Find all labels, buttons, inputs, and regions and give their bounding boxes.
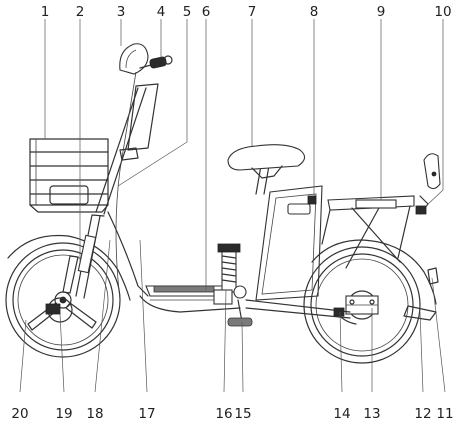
fork-shock xyxy=(77,234,97,274)
frame-lower xyxy=(139,295,241,313)
rear-fender xyxy=(311,239,437,305)
pivot-bolt xyxy=(233,285,247,299)
leader-lines xyxy=(19,19,446,393)
callout-5: 5 xyxy=(183,4,192,20)
rear-wheel xyxy=(303,246,421,364)
rear-mirror xyxy=(119,43,149,75)
tail-light xyxy=(415,153,441,215)
callout-4: 4 xyxy=(157,4,166,20)
front-disc-brake xyxy=(45,297,73,323)
callout-6: 6 xyxy=(202,4,211,20)
callout-16: 16 xyxy=(215,406,232,422)
handlebar-grip xyxy=(139,55,173,69)
callout-9: 9 xyxy=(377,4,386,20)
callout-1: 1 xyxy=(41,4,50,20)
rear-reflector xyxy=(427,267,439,285)
callout-18: 18 xyxy=(86,406,103,422)
callout-15: 15 xyxy=(234,406,251,422)
callout-19: 19 xyxy=(55,406,72,422)
head-tube-cover xyxy=(127,83,159,151)
steering-column xyxy=(95,87,147,215)
brake-cable xyxy=(115,71,137,301)
battery-pack xyxy=(255,185,323,301)
front-reflector xyxy=(119,147,139,161)
callout-3: 3 xyxy=(117,4,126,20)
callout-8: 8 xyxy=(310,4,319,20)
rear-shock-absorber xyxy=(213,243,241,305)
callout-7: 7 xyxy=(248,4,257,20)
front-wheel xyxy=(5,242,121,358)
callout-13: 13 xyxy=(363,406,380,422)
rear-bracket xyxy=(403,305,437,321)
callout-10: 10 xyxy=(434,4,451,20)
swing-arm xyxy=(245,299,351,319)
down-tube xyxy=(107,211,149,297)
front-basket xyxy=(29,138,109,213)
rear-brake xyxy=(333,307,357,325)
seat xyxy=(227,144,306,179)
callout-20: 20 xyxy=(11,406,28,422)
callout-labels: 1 2 3 4 5 6 7 8 9 10 11 12 13 14 15 16 1… xyxy=(11,4,453,422)
callout-12: 12 xyxy=(414,406,431,422)
footboard xyxy=(145,285,225,301)
callout-17: 17 xyxy=(138,406,155,422)
callout-11: 11 xyxy=(436,406,453,422)
callout-14: 14 xyxy=(333,406,350,422)
kickstand xyxy=(227,299,253,327)
rear-rack xyxy=(321,195,415,269)
callout-2: 2 xyxy=(76,4,85,20)
